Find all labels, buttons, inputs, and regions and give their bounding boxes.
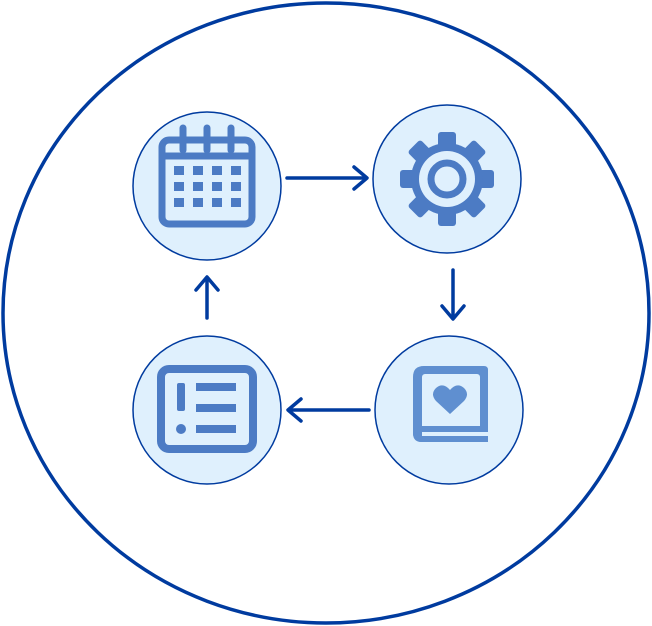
node-settings [372, 104, 522, 254]
heart-book-icon [413, 366, 488, 442]
arrow-settings-to-favorites [440, 268, 466, 321]
calendar-icon [158, 124, 256, 228]
arrow-favorites-to-list [286, 397, 371, 423]
arrow-calendar-to-settings [285, 165, 369, 191]
arrow-list-to-calendar [194, 275, 220, 320]
alert-list-icon [157, 365, 257, 453]
node-calendar [132, 111, 282, 261]
node-list [132, 335, 282, 485]
gear-icon [400, 132, 494, 226]
node-favorites [374, 335, 524, 485]
